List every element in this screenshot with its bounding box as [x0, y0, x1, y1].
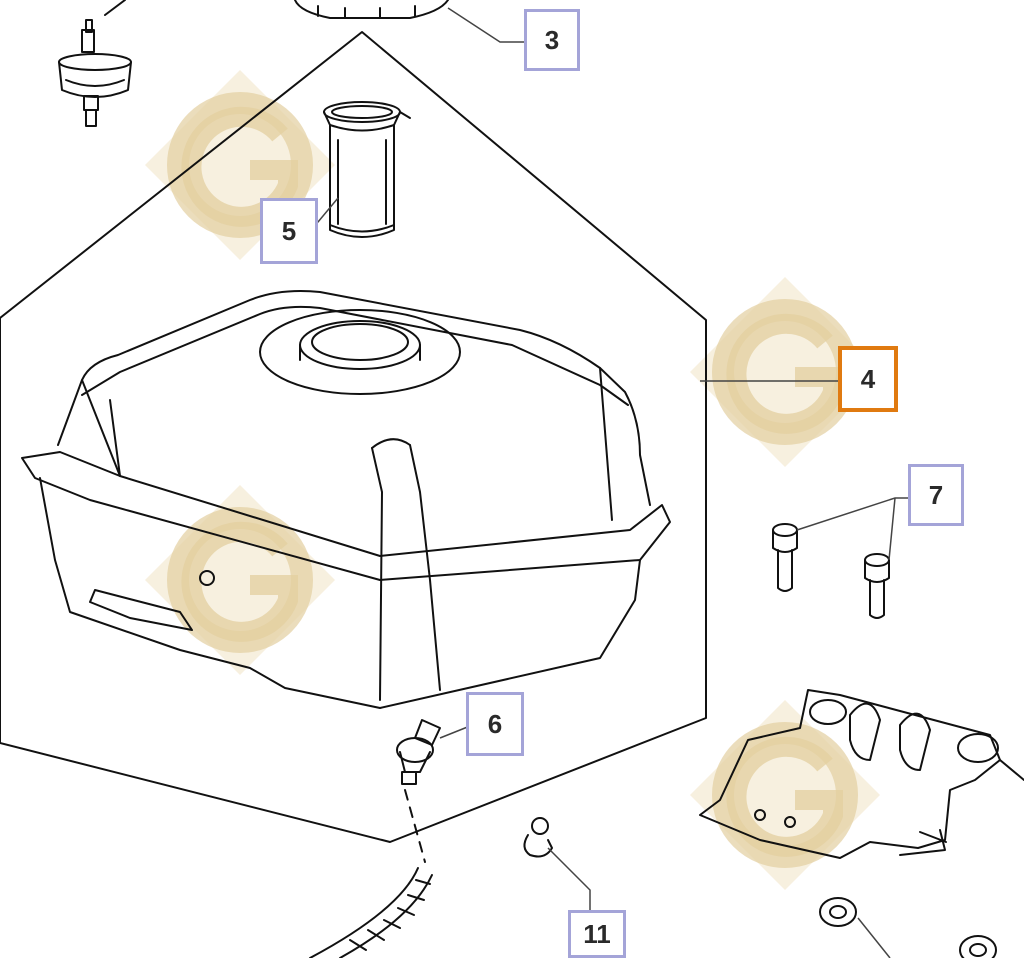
hose-clip-part-icon — [523, 817, 553, 858]
tank-bracket-part-icon — [699, 689, 1024, 859]
nut-part-icon — [959, 935, 997, 958]
fuel-tank-part-icon — [21, 290, 671, 709]
fuel-strainer-part-icon — [323, 101, 411, 238]
fuel-valve-bottom-part-icon — [396, 719, 441, 785]
fuel-cap-part-icon — [294, 0, 449, 19]
assembly-frame — [0, 31, 707, 843]
callout-part-5[interactable]: 5 — [260, 198, 318, 264]
leader-lines — [262, 7, 910, 958]
callout-part-3[interactable]: 3 — [524, 9, 580, 71]
watermark-logo-icon — [690, 700, 880, 890]
bolt-part-icon — [772, 523, 890, 619]
callout-part-11[interactable]: 11 — [568, 910, 626, 958]
callout-part-4[interactable]: 4 — [838, 346, 898, 412]
washer-part-icon — [819, 897, 857, 927]
fuel-hose-part-icon — [309, 789, 433, 958]
fuel-valve-part-icon — [58, 0, 132, 127]
callout-part-7[interactable]: 7 — [908, 464, 964, 526]
callout-part-6[interactable]: 6 — [466, 692, 524, 756]
